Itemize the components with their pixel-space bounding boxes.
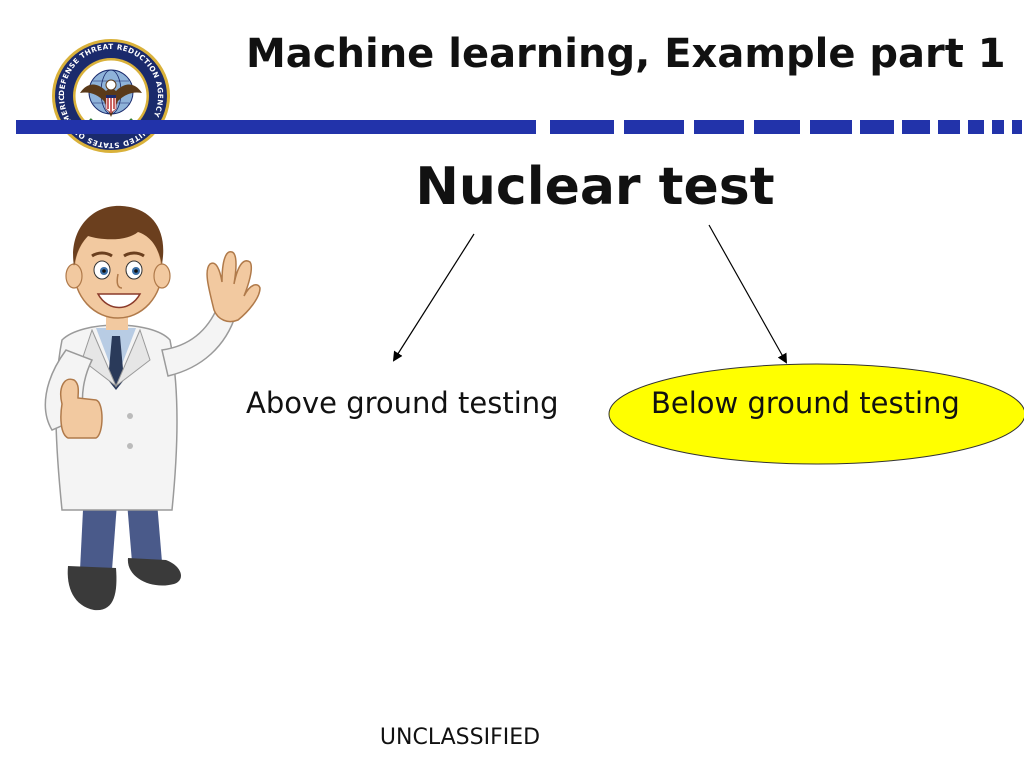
above-ground-testing-label: Above ground testing xyxy=(246,386,559,420)
nuclear-test-heading: Nuclear test xyxy=(415,157,775,217)
arrow-right xyxy=(708,224,787,364)
scientist-illustration xyxy=(44,205,261,611)
arrow-left xyxy=(392,233,475,362)
below-ground-testing-label: Below ground testing xyxy=(651,386,960,420)
classification-footer: UNCLASSIFIED xyxy=(379,725,541,750)
slide-title: Machine learning, Example part 1 xyxy=(246,31,1006,77)
title-divider-bar xyxy=(16,120,1022,134)
